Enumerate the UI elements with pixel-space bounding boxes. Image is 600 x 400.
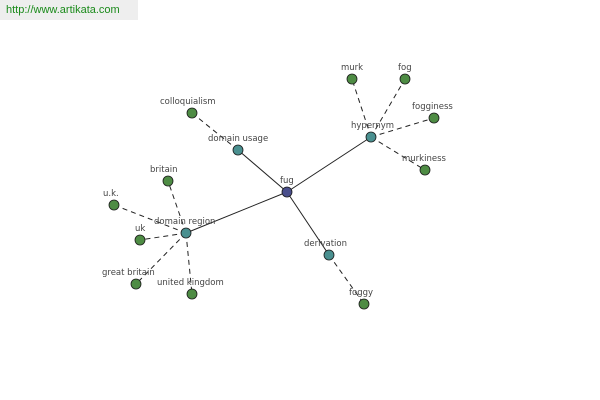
label-word-u-k: u.k. [103, 189, 119, 199]
edge-domain-region-great-britain [135, 232, 187, 285]
node-word-u-k[interactable] [108, 199, 120, 211]
edge-hypernym-murkiness [370, 136, 426, 171]
label-word-murkiness: murkiness [402, 154, 446, 164]
edge-root-derivation [286, 191, 330, 256]
edge-root-hypernym [286, 136, 372, 193]
edge-domain-region-united-kingdom [185, 232, 193, 295]
node-word-murkiness[interactable] [419, 164, 431, 176]
label-relation-derivation: derivation [304, 239, 347, 249]
node-word-foggy[interactable] [358, 298, 370, 310]
label-root: fug [280, 176, 294, 186]
edge-domain-usage-colloquialism [191, 112, 239, 151]
edge-hypernym-fog [370, 78, 406, 138]
node-relation-domain-usage[interactable] [232, 144, 244, 156]
node-relation-derivation[interactable] [323, 249, 335, 261]
label-word-united-kingdom: united kingdom [157, 278, 224, 288]
node-relation-hypernym[interactable] [365, 131, 377, 143]
node-word-fog[interactable] [399, 73, 411, 85]
edge-domain-region-uk [139, 232, 187, 241]
edge-root-domain-region [185, 191, 288, 234]
label-relation-hypernym: hypernym [351, 121, 394, 131]
site-url-banner[interactable]: http://www.artikata.com [0, 0, 138, 20]
node-word-britain[interactable] [162, 175, 174, 187]
edge-hypernym-fogginess [370, 117, 435, 138]
node-word-fogginess[interactable] [428, 112, 440, 124]
node-word-united-kingdom[interactable] [186, 288, 198, 300]
edge-domain-region-u-k [113, 204, 187, 234]
node-word-uk[interactable] [134, 234, 146, 246]
label-word-foggy: foggy [349, 288, 373, 298]
edge-hypernym-murk [351, 78, 372, 138]
label-word-colloquialism: colloquialism [160, 97, 216, 107]
label-word-britain: britain [150, 165, 178, 175]
label-word-fogginess: fogginess [412, 102, 453, 112]
edge-root-domain-usage [237, 149, 288, 193]
edge-derivation-foggy [328, 254, 365, 305]
label-word-great-britain: great britain [102, 268, 155, 278]
node-word-murk[interactable] [346, 73, 358, 85]
edges-layer [113, 78, 435, 305]
node-word-great-britain[interactable] [130, 278, 142, 290]
node-relation-domain-region[interactable] [180, 227, 192, 239]
label-word-uk: uk [135, 224, 145, 234]
nodes-layer [108, 73, 440, 310]
node-root-fug[interactable] [281, 186, 293, 198]
edge-domain-region-britain [167, 180, 187, 234]
label-word-murk: murk [341, 63, 363, 73]
labels-layer: fug domain usage colloquialism hypernym murk… [102, 63, 453, 298]
label-relation-domain-region: domain region [154, 217, 215, 227]
label-word-fog: fog [398, 63, 412, 73]
label-relation-domain-usage: domain usage [208, 134, 268, 144]
node-word-colloquialism[interactable] [186, 107, 198, 119]
